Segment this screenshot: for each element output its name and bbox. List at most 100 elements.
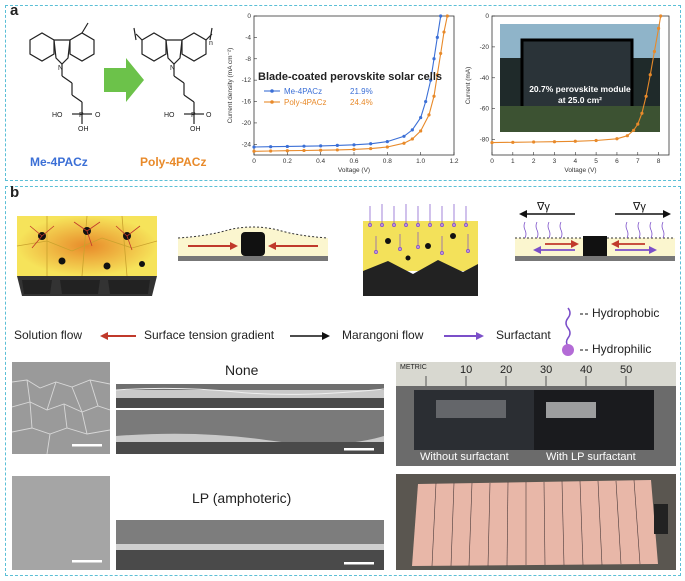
me-4pacz-label: Me-4PACz [30, 155, 88, 169]
molecule-diagram: N HO P O OH N n HO P O OH [29, 22, 213, 133]
data-point [644, 94, 648, 98]
data-point [625, 134, 629, 138]
x-tick-label: 5 [594, 158, 598, 165]
y-tick-label: -20 [480, 44, 490, 51]
legend-solution-flow: Solution flow [14, 328, 83, 342]
data-point [335, 143, 339, 147]
data-point [435, 35, 439, 39]
poly-4pacz-structure [133, 27, 213, 124]
x-tick-label: 7 [636, 158, 640, 165]
hydrophobic-label: Hydrophobic [592, 306, 660, 320]
data-point [656, 26, 661, 30]
y-tick-label: -12 [242, 77, 252, 84]
inset-photo-ground [500, 106, 660, 132]
x-tick-label: 4 [573, 158, 577, 165]
ruler-40: 40 [580, 364, 593, 376]
data-point [269, 149, 273, 153]
legend-marker [270, 100, 274, 104]
photo-large-module [396, 474, 676, 570]
x-tick-label: 1 [511, 158, 515, 165]
sem-cross-section-none-bottom [116, 410, 384, 454]
x-tick-label: 0 [490, 158, 494, 165]
data-point [285, 149, 289, 153]
ruler-50: 50 [620, 364, 633, 376]
svg-text:P: P [79, 112, 84, 119]
ruler-30: 30 [540, 364, 553, 376]
data-point [427, 113, 431, 117]
data-point [252, 145, 256, 149]
purple-arrow-icon [444, 332, 484, 340]
data-point [302, 144, 306, 148]
x-axis-label: Voltage (V) [338, 167, 370, 174]
y-tick-label: -16 [242, 99, 252, 106]
data-point [319, 144, 323, 148]
x-axis-label: Voltage (V) [564, 167, 596, 174]
y-tick-label: -40 [480, 75, 490, 82]
data-point [648, 73, 652, 77]
data-point [285, 144, 289, 149]
data-point [335, 148, 339, 152]
data-point [402, 141, 406, 145]
hydrophilic-label: Hydrophilic [592, 342, 652, 356]
data-point [532, 140, 536, 144]
svg-text:OH: OH [190, 126, 201, 133]
data-point [511, 140, 515, 144]
data-point [252, 149, 256, 153]
sem-cross-section-lp [116, 520, 384, 570]
panel-a-label: a [10, 2, 19, 19]
legend-surfactant: Surfactant [496, 328, 551, 342]
photo-film-comparison: METRIC 10 20 30 40 50 Without surfactant… [396, 362, 676, 466]
data-point [435, 73, 439, 77]
data-point [410, 137, 414, 141]
black-arrow-icon [290, 332, 330, 340]
data-point [445, 14, 449, 18]
svg-text:∇γ: ∇γ [632, 201, 646, 213]
legend-marker [270, 89, 274, 93]
x-tick-label: 6 [615, 158, 619, 165]
svg-text:O: O [206, 112, 212, 119]
svg-text:HO: HO [164, 112, 175, 119]
x-tick-label: 8 [657, 158, 661, 165]
y-tick-label: -60 [480, 106, 490, 113]
data-point [429, 78, 433, 82]
y-tick-label: -20 [242, 120, 252, 127]
poly-4pacz-label: Poly-4PACz [140, 155, 207, 169]
surfactant-molecule-icon [562, 307, 590, 356]
data-point [659, 14, 663, 18]
cross-section-without-surfactant [178, 226, 328, 261]
legend-marangoni: Marangoni flow [342, 328, 424, 342]
data-point [640, 111, 644, 115]
data-point [632, 128, 636, 132]
x-tick-label: 1.0 [416, 158, 425, 165]
panel-b-label: b [10, 184, 20, 201]
y-tick-label: -80 [480, 137, 490, 144]
svg-text:n: n [209, 40, 213, 47]
legend-series-value: 24.4% [350, 98, 373, 107]
data-point [439, 14, 443, 18]
data-point [552, 140, 557, 144]
x-tick-label: 2 [532, 158, 536, 165]
data-point [615, 137, 619, 141]
data-point [319, 148, 323, 152]
svg-text:N: N [58, 65, 63, 72]
legend-series-name: Poly-4PACz [284, 98, 327, 107]
x-tick-label: 0.4 [316, 158, 325, 165]
x-tick-label: 0 [252, 158, 256, 165]
x-tick-label: 0.2 [283, 158, 292, 165]
series-line [491, 15, 662, 144]
data-point [369, 146, 373, 151]
ruler-metric: METRIC [400, 364, 427, 371]
data-point [652, 49, 657, 54]
me-4pacz-structure [29, 22, 95, 124]
sem-label-none: None [225, 362, 259, 378]
data-point [302, 148, 306, 153]
legend-series-value: 21.9% [350, 87, 373, 96]
svg-text:OH: OH [78, 126, 89, 133]
chart-title: Blade-coated perovskite solar cells [258, 71, 442, 83]
y-tick-label: -4 [245, 34, 251, 41]
inset-photo-module [520, 38, 634, 112]
reaction-arrow-icon [104, 58, 144, 102]
data-point [636, 122, 640, 126]
inset-photo-caption: 20.7% perovskite module [529, 84, 631, 94]
